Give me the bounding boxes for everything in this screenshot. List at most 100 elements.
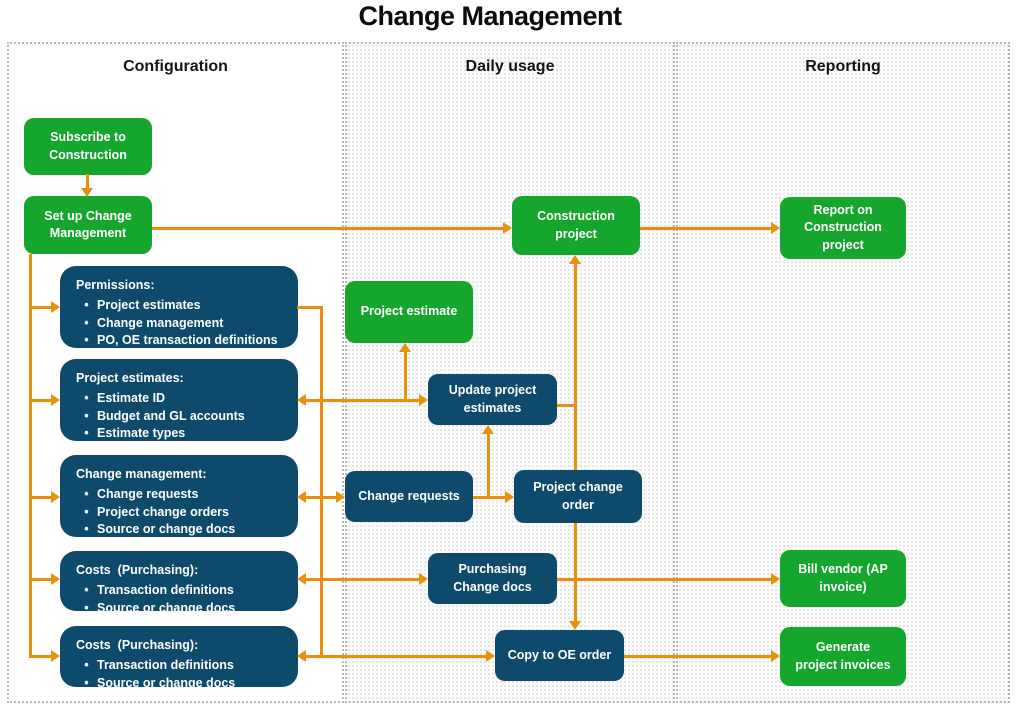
connector-setup-to-construction [152, 227, 503, 230]
node-label: Project estimate [360, 304, 458, 319]
connector-branch-to-project-estimate [404, 352, 407, 400]
connector-change-order-to-copy-oe [574, 523, 577, 621]
list-item: • Transaction definitions [76, 657, 288, 674]
arrowhead-down-icon [569, 621, 581, 630]
bullet-text: Estimate ID [97, 391, 166, 406]
bullet-icon: • [84, 332, 89, 347]
connector-trunk-to-permissions [29, 306, 51, 309]
list-item: •Project change orders [76, 504, 288, 521]
bullet-text: Estimate types [97, 425, 186, 440]
node-label: Purchasing Change docs [453, 562, 532, 594]
connector-construction-to-report [640, 227, 771, 230]
node-label: Report on Construction project [804, 203, 882, 252]
arrowhead-right-icon [51, 650, 60, 662]
bullet-text: Transaction definitions [97, 658, 234, 673]
bullet-icon: • [84, 425, 89, 440]
bullet-icon: • [84, 315, 89, 330]
node-label: Construction project [537, 209, 615, 241]
connector-requests-to-change-order [473, 496, 505, 499]
connector-update-to-mid-vertical [557, 404, 576, 407]
column-daily-usage-header: Daily usage [465, 58, 555, 75]
node-construction-project: Construction project [512, 196, 640, 255]
connector-trunk-to-costs1 [29, 578, 51, 581]
arrowhead-right-icon [419, 394, 428, 406]
bullet-icon: • [84, 504, 89, 519]
arrowhead-up-icon [482, 425, 494, 434]
connector-purchasing-docs-to-bill-vendor [557, 578, 771, 581]
bullet-icon: • [84, 487, 89, 502]
list-item: •Project estimates [76, 297, 288, 314]
connector-right-bus [320, 306, 323, 658]
arrowhead-right-icon [505, 491, 514, 503]
connector-branch-to-update-estimates [487, 434, 490, 497]
node-project-estimate: Project estimate [345, 281, 473, 343]
bullet-text: Source or change docs [97, 675, 236, 690]
node-label: Subscribe to Construction [49, 130, 127, 162]
node-label: Generate project invoices [795, 640, 891, 672]
list-item: • Estimate ID [76, 390, 288, 407]
arrowhead-left-icon [297, 394, 306, 406]
list-item: •Source or change docs [76, 600, 288, 617]
column-configuration-header: Configuration [123, 58, 228, 75]
node-generate-project-invoices: Generate project invoices [780, 627, 906, 686]
arrowhead-down-icon [81, 188, 93, 197]
node-bill-vendor-ap-invoice: Bill vendor (AP invoice) [780, 550, 906, 607]
node-label: Change requests [358, 488, 460, 503]
connector-trunk-to-change-management [29, 496, 51, 499]
arrowhead-left-icon [297, 573, 306, 585]
bullet-text: Source or change docs [97, 521, 236, 536]
connector-costs2-to-copy-oe [306, 655, 486, 658]
node-label: Copy to OE order [507, 647, 612, 662]
arrowhead-right-icon [486, 650, 495, 662]
connector-project-estimates-to-update [306, 399, 419, 402]
node-label: Set up Change Management [44, 208, 132, 240]
bullet-icon: • [84, 658, 89, 673]
node-copy-to-oe-order: Copy to OE order [495, 630, 624, 681]
bullet-list: • Transaction definitions • Source or chan… [76, 657, 288, 692]
bullet-icon: • [84, 408, 89, 423]
connector-change-order-to-construction [574, 264, 577, 470]
arrowhead-right-icon [51, 573, 60, 585]
bullet-icon: • [84, 675, 89, 690]
node-project-change-order: Project change order [514, 470, 642, 523]
node-setup-change-management: Set up Change Management [24, 196, 152, 254]
node-label: Bill vendor (AP invoice) [798, 562, 888, 594]
node-title: Change management: [76, 467, 207, 481]
column-configuration: Configuration [7, 42, 344, 703]
list-item: •Change requests [76, 486, 288, 503]
node-purchasing-change-docs: Purchasing Change docs [428, 553, 557, 604]
node-report-on-construction-project: Report on Construction project [780, 197, 906, 259]
bullet-list: • Transaction definitions •Source or chan… [76, 582, 288, 617]
node-title: Costs (Purchasing): [76, 563, 199, 577]
node-title: Permissions: [76, 278, 155, 292]
bullet-text: Project estimates [97, 298, 201, 313]
bullet-icon: • [84, 391, 89, 406]
arrowhead-right-icon [51, 301, 60, 313]
bullet-text: Source or change docs [97, 600, 236, 615]
bullet-text: Transaction definitions [97, 583, 234, 598]
arrowhead-right-icon [51, 394, 60, 406]
bullet-list: • Estimate ID • Budget and GL accounts • Es… [76, 390, 288, 442]
node-title: Costs (Purchasing): [76, 638, 199, 652]
node-subscribe-to-construction: Subscribe to Construction [24, 118, 152, 175]
connector-setup-trunk [29, 254, 32, 658]
list-item: • Estimate types [76, 425, 288, 442]
arrowhead-right-icon [771, 222, 780, 234]
connector-trunk-to-project-estimates [29, 399, 51, 402]
connector-subscribe-to-setup [86, 174, 89, 188]
node-label: Project change order [533, 480, 623, 512]
page-title: Change Management [358, 1, 622, 31]
arrowhead-right-icon [419, 573, 428, 585]
list-item: •Change management [76, 315, 288, 332]
arrowhead-right-icon [771, 650, 780, 662]
bullet-text: Budget and GL accounts [97, 408, 245, 423]
list-item: • Budget and GL accounts [76, 408, 288, 425]
bullet-list: •Change requests •Project change orders … [76, 486, 288, 538]
node-permissions: Permissions: •Project estimates •Change … [60, 266, 298, 348]
node-update-project-estimates: Update project estimates [428, 374, 557, 425]
bullet-icon: • [84, 583, 89, 598]
connector-permissions-to-bus [297, 306, 323, 309]
bullet-text: PO, OE transaction definitions [97, 332, 278, 347]
arrowhead-right-icon [51, 491, 60, 503]
